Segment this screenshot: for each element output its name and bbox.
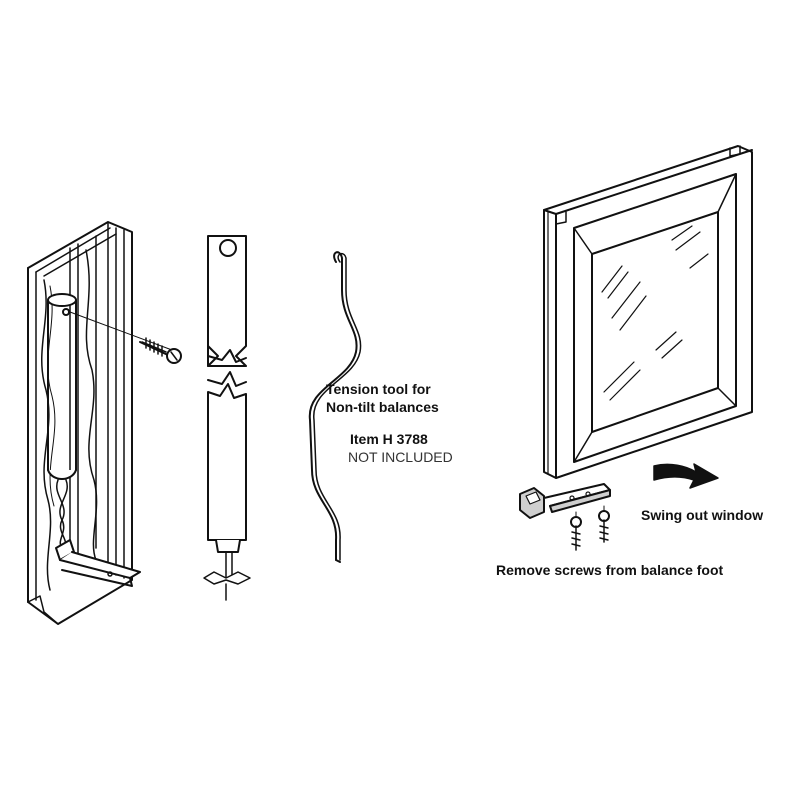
jamb-channel xyxy=(27,221,133,625)
mounting-screw xyxy=(69,311,182,364)
balance-tube xyxy=(47,293,77,549)
foot-screws xyxy=(570,505,610,551)
not-included-label: NOT INCLUDED xyxy=(348,449,453,465)
swing-arrow xyxy=(653,463,719,489)
item-number-label: Item H 3788 xyxy=(350,431,428,447)
swing-out-label: Swing out window xyxy=(641,507,764,523)
tension-tool-label-line1: Tension tool for xyxy=(326,381,431,397)
remove-screws-label: Remove screws from balance foot xyxy=(496,562,724,578)
balance-foot-left xyxy=(55,539,141,587)
tension-tool xyxy=(308,251,362,563)
spiral-balance xyxy=(203,235,251,601)
balance-foot-right xyxy=(519,483,611,519)
tension-tool-label-line2: Non-tilt balances xyxy=(326,399,439,415)
window-sash xyxy=(543,145,753,479)
